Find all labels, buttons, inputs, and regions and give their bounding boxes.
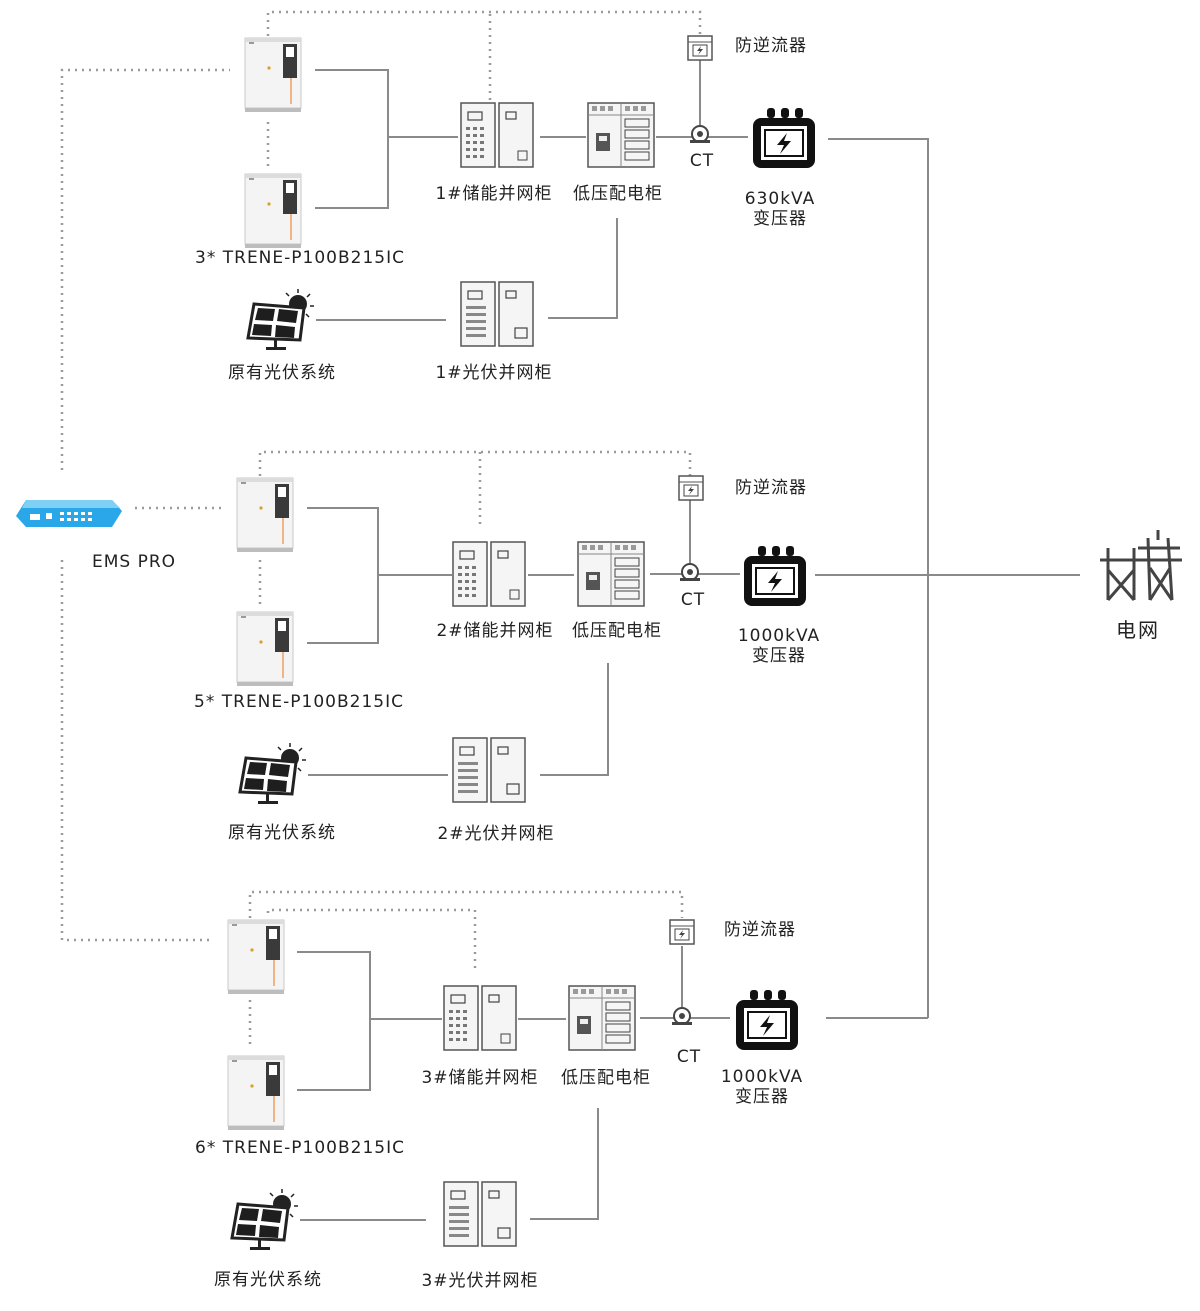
storage-unit — [227, 919, 285, 995]
ems-label: EMS PRO — [91, 552, 177, 572]
pv-cabinet-label: 3#光伏并网柜 — [421, 1271, 539, 1291]
transformer-name-label: 变压器 — [735, 1087, 789, 1107]
storage-unit — [227, 1055, 285, 1131]
ct-label: CT — [676, 1047, 702, 1067]
ct-label: CT — [680, 590, 706, 610]
power-tower-icon — [1100, 530, 1182, 601]
transformer-rating-label: 630kVA — [744, 189, 816, 209]
storage-cabinet-label: 1#储能并网柜 — [435, 184, 553, 204]
ct-sensor — [689, 125, 711, 144]
pv-system-label: 原有光伏系统 — [214, 1270, 322, 1290]
storage-unit — [244, 173, 302, 249]
ems-comm-links — [60, 68, 230, 942]
anti-backflow-device — [687, 35, 713, 61]
pv-cabinet-label: 2#光伏并网柜 — [437, 824, 555, 844]
pv-grid-cabinet — [460, 281, 534, 347]
storage-cabinet-label: 3#储能并网柜 — [421, 1068, 539, 1088]
pv-cabinet-label: 1#光伏并网柜 — [435, 363, 553, 383]
anti-backflow-device — [678, 475, 704, 501]
anti-backflow-label: 防逆流器 — [735, 36, 807, 56]
storage-unit — [236, 611, 294, 687]
lv-cabinet-label: 低压配电柜 — [573, 184, 663, 204]
section-1 — [244, 10, 929, 1018]
pv-grid-cabinet — [443, 1181, 517, 1247]
lv-cabinet-label: 低压配电柜 — [572, 621, 662, 641]
pv-system-label: 原有光伏系统 — [228, 363, 336, 383]
section-2 — [236, 450, 1080, 806]
storage-grid-cabinet — [460, 102, 534, 168]
ct-label: CT — [689, 151, 715, 171]
ct-sensor — [679, 563, 701, 582]
transformer-rating-label: 1000kVA — [720, 1067, 804, 1087]
storage-grid-cabinet — [452, 541, 526, 607]
pv-system-label: 原有光伏系统 — [228, 823, 336, 843]
storage-cabinet-label: 2#储能并网柜 — [436, 621, 554, 641]
section-3 — [227, 890, 928, 1252]
transformer-icon — [743, 545, 807, 607]
grid-label: 电网 — [1116, 618, 1160, 642]
unit-model-label: 3* TRENE-P100B215IC — [195, 248, 405, 268]
lv-distribution-cabinet — [568, 985, 636, 1051]
anti-backflow-label: 防逆流器 — [724, 920, 796, 940]
ct-sensor — [671, 1007, 693, 1026]
anti-backflow-device — [669, 919, 695, 945]
unit-model-label: 5* TRENE-P100B215IC — [194, 692, 404, 712]
solar-panel-icon — [246, 287, 316, 352]
storage-unit — [236, 477, 294, 553]
pv-grid-cabinet — [452, 737, 526, 803]
transformer-name-label: 变压器 — [752, 646, 806, 666]
transformer-icon — [752, 107, 816, 169]
storage-unit — [244, 37, 302, 113]
lv-distribution-cabinet — [577, 541, 645, 607]
ems-device — [16, 500, 122, 527]
solar-panel-icon — [238, 741, 308, 806]
anti-backflow-label: 防逆流器 — [735, 478, 807, 498]
transformer-icon — [735, 989, 799, 1051]
lv-distribution-cabinet — [587, 102, 655, 168]
unit-model-label: 6* TRENE-P100B215IC — [195, 1138, 405, 1158]
transformer-name-label: 变压器 — [753, 209, 807, 229]
solar-panel-icon — [230, 1187, 300, 1252]
storage-grid-cabinet — [443, 985, 517, 1051]
transformer-rating-label: 1000kVA — [737, 626, 821, 646]
lv-cabinet-label: 低压配电柜 — [561, 1068, 651, 1088]
